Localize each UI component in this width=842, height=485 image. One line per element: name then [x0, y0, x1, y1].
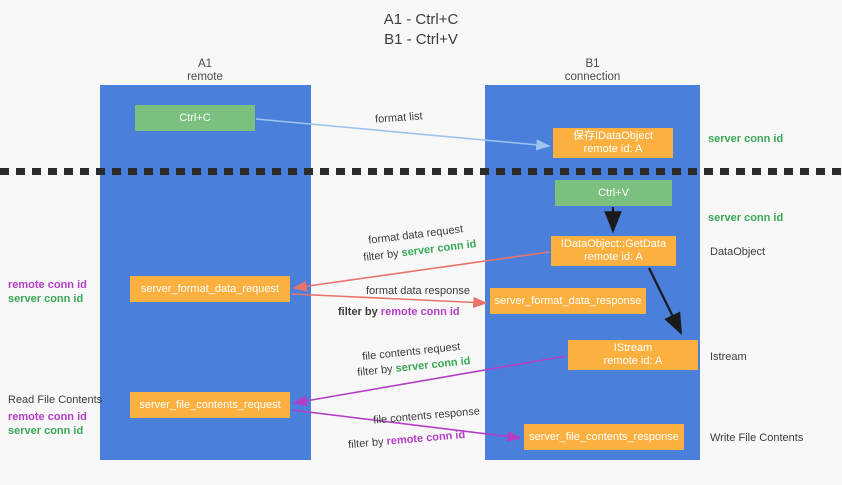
filter-prefix: filter by	[338, 306, 381, 318]
annotation-conn-id-stack-top: remote conn id server conn id	[8, 278, 87, 306]
filter-prefix: filter by	[356, 362, 397, 379]
node-istream[interactable]: IStream remote id: A	[568, 340, 698, 370]
page-title: A1 - Ctrl+C B1 - Ctrl+V	[383, 11, 459, 48]
flow-label-format-data-response: format data response	[366, 285, 470, 297]
annotation-conn-id-stack-bottom: remote conn id server conn id	[8, 410, 87, 438]
filter-key-remote-conn-id: remote conn id	[380, 306, 460, 318]
annotation-data-object: DataObject	[710, 246, 766, 258]
filter-prefix: filter by	[362, 247, 403, 264]
flow-label-format-list: format list	[374, 110, 424, 126]
filter-key-remote-conn-id: remote conn id	[386, 428, 466, 448]
annotation-read-file-contents: Read File Contents	[8, 394, 103, 406]
annotation-remote-conn-id: remote conn id	[8, 279, 87, 291]
node-server-file-contents-response[interactable]: server_file_contents_response	[524, 424, 684, 450]
annotation-server-conn-id: server conn id	[8, 293, 84, 305]
node-idataobject-getdata[interactable]: IDataObject::GetData remote id: A	[551, 236, 676, 266]
lane-header-b1: B1 connection	[564, 58, 621, 83]
annotation-remote-conn-id: remote conn id	[8, 411, 87, 423]
annotation-istream: Istream	[710, 351, 747, 363]
flow-label-file-contents-response: file contents response	[372, 405, 481, 427]
node-server-file-contents-request[interactable]: server_file_contents_request	[130, 392, 290, 418]
annotation-server-conn-id-mid: server conn id	[708, 212, 784, 224]
node-ctrl-v[interactable]: Ctrl+V	[555, 180, 672, 206]
node-ctrl-c[interactable]: Ctrl+C	[135, 105, 255, 131]
node-save-idataobject[interactable]: 保存IDataObject remote id: A	[553, 128, 673, 158]
annotation-server-conn-id-top: server conn id	[708, 133, 784, 145]
flow-filter-file-contents-response: filter by remote conn id	[348, 428, 466, 452]
node-server-format-data-request[interactable]: server_format_data_request	[130, 276, 290, 302]
node-server-format-data-response[interactable]: server_format_data_response	[490, 288, 646, 314]
phase-divider	[0, 168, 842, 175]
annotation-server-conn-id: server conn id	[8, 425, 84, 437]
filter-prefix: filter by	[347, 435, 388, 452]
lane-header-a1: A1 remote	[187, 58, 223, 83]
annotation-write-file-contents: Write File Contents	[710, 432, 804, 444]
flow-filter-format-data-response: filter by remote conn id	[338, 305, 460, 319]
